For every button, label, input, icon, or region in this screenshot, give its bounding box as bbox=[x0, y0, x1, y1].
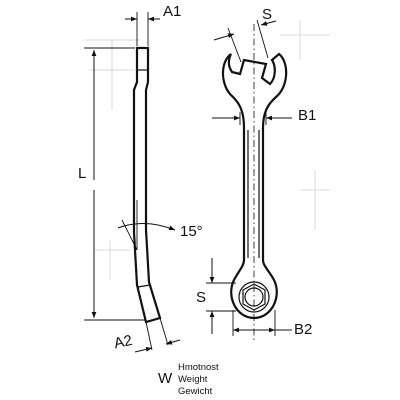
label-weight-cz: Hmotnost bbox=[178, 362, 219, 373]
side-view-ring-line bbox=[137, 284, 151, 288]
label-w: W bbox=[158, 370, 173, 387]
side-view-outline bbox=[132, 46, 162, 324]
dimension-l: L bbox=[78, 47, 145, 321]
label-s-ring: S bbox=[196, 289, 206, 306]
dimension-a2: A2 bbox=[112, 317, 181, 353]
label-weight-en: Weight bbox=[178, 374, 208, 385]
dimension-b2: B2 bbox=[232, 310, 312, 338]
front-view-outline bbox=[221, 52, 288, 320]
label-angle: 15° bbox=[180, 223, 203, 240]
label-l: L bbox=[78, 165, 86, 182]
weight-legend: W Hmotnost Weight Gewicht bbox=[158, 362, 219, 397]
label-a1: A1 bbox=[163, 3, 181, 20]
label-s-jaw: S bbox=[262, 6, 272, 23]
background-watermark bbox=[85, 20, 330, 280]
dimension-s-ring: S bbox=[196, 258, 236, 334]
dimension-a1: A1 bbox=[125, 3, 181, 46]
ring-outer-bore bbox=[238, 281, 270, 313]
wrench-side-view bbox=[132, 46, 162, 324]
label-b1: B1 bbox=[298, 107, 316, 124]
label-weight-de: Gewicht bbox=[178, 386, 213, 397]
angle-indicator: 15° bbox=[117, 200, 203, 251]
label-a2: A2 bbox=[112, 332, 133, 352]
label-b2: B2 bbox=[294, 321, 312, 338]
dimension-s-jaw: S bbox=[213, 6, 277, 63]
dimension-b1: B1 bbox=[212, 107, 316, 125]
wrench-front-view bbox=[221, 52, 288, 320]
